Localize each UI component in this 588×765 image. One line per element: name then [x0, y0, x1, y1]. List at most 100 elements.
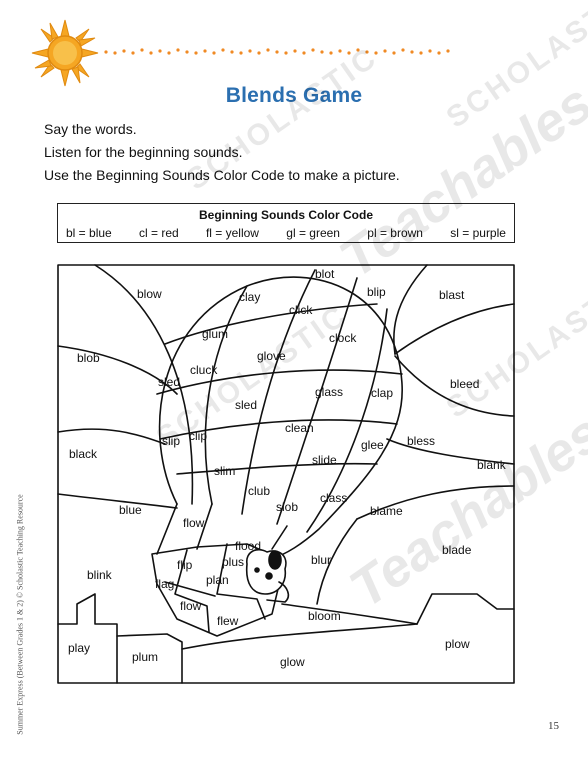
dog-eye — [254, 567, 260, 573]
region-line — [241, 269, 316, 515]
word-label: glow — [280, 655, 305, 669]
word-label: bloom — [308, 609, 341, 623]
basket-outline — [151, 543, 286, 637]
region-line — [176, 462, 378, 475]
region-line — [164, 303, 378, 345]
word-label: glass — [315, 385, 343, 399]
instruction-line: Listen for the beginning sounds. — [44, 144, 243, 160]
word-label: clap — [371, 386, 393, 400]
color-code-legend: Beginning Sounds Color Code bl = blue cl… — [57, 203, 515, 243]
dog-ear — [268, 550, 282, 570]
region-line — [281, 603, 418, 625]
region-line — [316, 518, 358, 605]
color-by-blend-picture: blot blow clay click blip blast blob glu… — [57, 264, 515, 684]
region-line — [356, 485, 515, 520]
word-label: blip — [367, 285, 386, 299]
region-line — [394, 303, 515, 355]
region-line — [94, 264, 194, 505]
legend-item: fl = yellow — [205, 226, 259, 240]
word-label: plus — [222, 555, 244, 569]
word-label: glove — [257, 349, 286, 363]
word-label: sled — [158, 375, 180, 389]
legend-item: sl = purple — [450, 226, 506, 240]
word-label: plow — [445, 637, 470, 651]
word-label: flood — [235, 539, 261, 553]
word-label: slob — [276, 500, 298, 514]
region-line — [57, 593, 118, 684]
instruction-line: Say the words. — [44, 121, 137, 137]
legend-item: bl = blue — [66, 226, 112, 240]
region-line — [174, 549, 210, 633]
region-line — [159, 419, 398, 440]
word-label: blot — [315, 267, 335, 281]
page-number: 15 — [548, 720, 559, 732]
watermark-brand: SCHOLASTIC — [440, 0, 588, 135]
word-label: blank — [477, 458, 507, 472]
legend-item: gl = green — [286, 226, 340, 240]
dog-nose — [265, 572, 273, 580]
word-label: class — [320, 491, 347, 505]
copyright-credit: Summer Express (Between Grades 1 & 2) © … — [15, 494, 25, 735]
word-label: flow — [183, 516, 205, 530]
dog-body — [266, 581, 290, 603]
rope-line — [156, 503, 178, 555]
word-label: clock — [329, 331, 357, 345]
picture-frame — [57, 264, 515, 684]
word-label: bless — [407, 434, 435, 448]
balloon-outline — [158, 276, 403, 561]
word-label: bleed — [450, 377, 479, 391]
word-label: slim — [214, 464, 235, 478]
instruction-line: Use the Beginning Sounds Color Code to m… — [44, 167, 400, 183]
region-line — [306, 308, 388, 533]
word-label: play — [68, 641, 90, 655]
word-label: club — [248, 484, 270, 498]
decorative-dotted-line — [104, 48, 450, 55]
region-line — [394, 355, 515, 417]
word-label: click — [289, 303, 313, 317]
word-label: flag — [155, 577, 174, 591]
word-label: blast — [439, 288, 465, 302]
word-label: clip — [189, 429, 207, 443]
word-label: blob — [77, 351, 100, 365]
word-label: blow — [137, 287, 162, 301]
word-label: blur — [311, 553, 331, 567]
region-line — [386, 438, 515, 465]
region-line — [416, 593, 515, 625]
word-label: clay — [239, 290, 260, 304]
page-title: Blends Game — [225, 84, 363, 107]
word-label: glum — [202, 327, 228, 341]
word-label: blink — [87, 568, 113, 582]
region-line — [156, 369, 403, 395]
region-line — [116, 633, 183, 684]
region-line — [393, 264, 428, 355]
region-line — [57, 428, 166, 445]
word-label: slip — [162, 434, 180, 448]
region-line — [276, 277, 358, 525]
rope-line — [271, 525, 288, 550]
region-line — [164, 581, 216, 597]
word-label: flip — [177, 558, 193, 572]
legend-title: Beginning Sounds Color Code — [199, 208, 373, 222]
word-label: flow — [180, 599, 202, 613]
region-line — [216, 543, 266, 620]
word-label: clean — [285, 421, 314, 435]
region-line — [204, 285, 248, 505]
legend-item: cl = red — [138, 226, 179, 240]
word-label: sled — [235, 398, 257, 412]
word-label: cluck — [190, 363, 218, 377]
word-label: plan — [206, 573, 229, 587]
region-line — [57, 493, 178, 509]
word-label: black — [69, 447, 98, 461]
word-label: glee — [361, 438, 384, 452]
word-label: blade — [442, 543, 472, 557]
word-label: plum — [132, 650, 158, 664]
word-label: flew — [217, 614, 239, 628]
word-label: slide — [312, 453, 337, 467]
region-line — [57, 345, 178, 395]
sun-icon — [31, 19, 99, 87]
word-label: blue — [119, 503, 142, 517]
word-label: blame — [370, 504, 403, 518]
legend-item: pl = brown — [367, 226, 423, 240]
region-line — [181, 623, 418, 650]
rope-line — [196, 503, 213, 550]
